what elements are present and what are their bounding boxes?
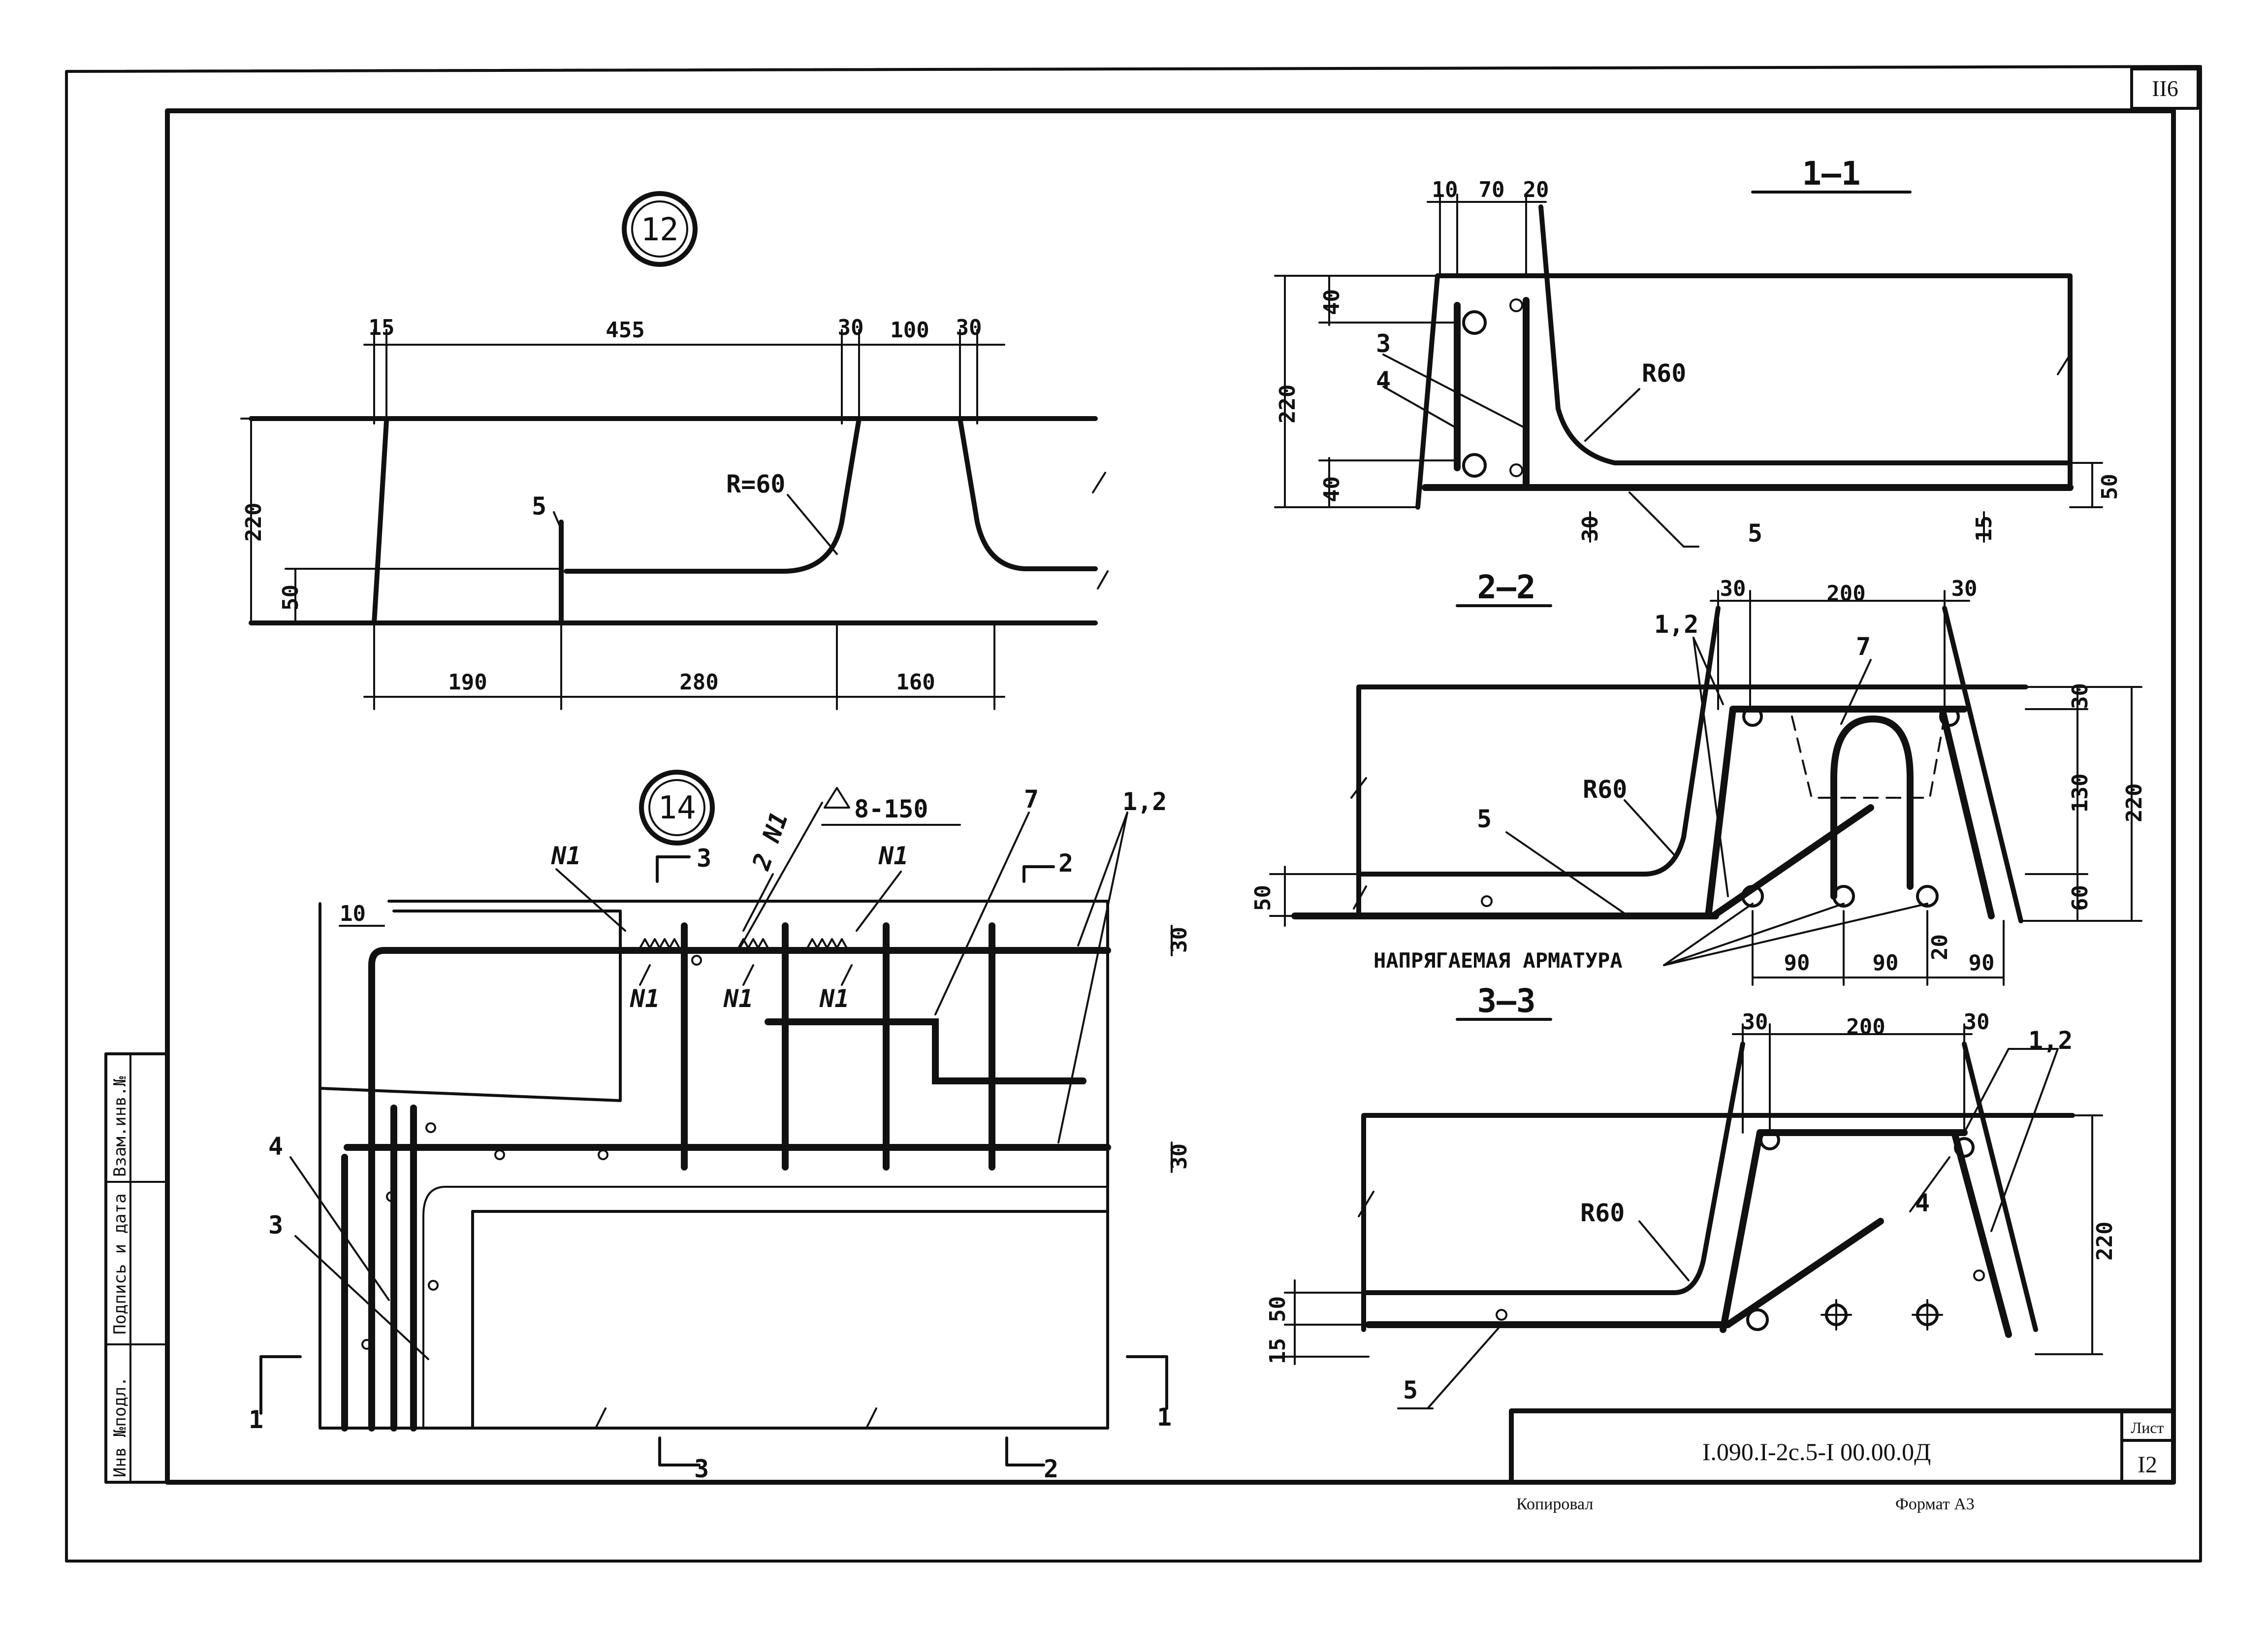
node-12: 12 15 455 30 100 30 190 280 160 — [240, 191, 1109, 710]
section-2-2-dim-50: 50 — [1250, 885, 1276, 911]
section-3-3-radius: R60 — [1580, 1199, 1625, 1227]
section-1-1-dim-10: 10 — [1432, 177, 1458, 202]
node-14-cut1-right: 1 — [1157, 1403, 1172, 1432]
inner-frame — [165, 108, 2176, 1485]
section-3-3-dim-30a: 30 — [1742, 1010, 1768, 1035]
node-14-cut2-bottom: 2 — [1044, 1455, 1058, 1483]
section-3-3-dim-200: 200 — [1846, 1014, 1885, 1040]
section-1-1-dim-220: 220 — [1275, 385, 1300, 424]
inv-no-label: Инв №подл. — [110, 1376, 130, 1477]
node-14-dim-30a: 30 — [1167, 927, 1192, 953]
section-2-2: 2—2 30 200 30 30 130 6 — [1250, 568, 2147, 986]
node-12-dim-160: 160 — [896, 670, 935, 695]
node-14-n1-e: N1 — [819, 984, 849, 1013]
section-2-2-title: 2—2 — [1477, 568, 1535, 606]
page-number-box — [2130, 67, 2200, 110]
section-2-2-dim-130: 130 — [2068, 774, 2093, 813]
section-2-2-radius: R60 — [1583, 775, 1627, 804]
section-3-3-pos5: 5 — [1403, 1376, 1418, 1404]
node-14-pos12: 1,2 — [1122, 787, 1167, 816]
section-1-1: 1—1 10 70 20 220 40 40 50 30 — [1274, 155, 2122, 548]
node-14-dim-10: 10 — [340, 901, 366, 926]
node-12-radius: R=60 — [726, 470, 785, 498]
section-2-2-pos7: 7 — [1856, 632, 1871, 661]
node-14-pos7: 7 — [1024, 785, 1039, 814]
section-2-2-dim-20: 20 — [1927, 934, 1952, 960]
section-2-2-dim-30a: 30 — [1720, 576, 1746, 601]
section-2-2-dim-200: 200 — [1826, 581, 1865, 606]
section-3-3-dim-30b: 30 — [1964, 1010, 1990, 1035]
drawing-code: I.090.I-2c.5-I 00.00.0Д — [1702, 1438, 1931, 1466]
node-12-dim-220: 220 — [241, 503, 266, 542]
node-12-dim-30b: 30 — [956, 315, 982, 340]
node-12-dim-15: 15 — [369, 315, 395, 340]
section-3-3-dim-15: 15 — [1265, 1338, 1290, 1364]
vzam-inv-label: Взам.инв.№ — [110, 1076, 130, 1177]
node-14-n1-a: N1 — [551, 842, 581, 870]
node-14-number: 14 — [658, 790, 696, 826]
node-14-pos4: 4 — [268, 1132, 283, 1161]
node-14-cut3-bottom: 3 — [694, 1455, 709, 1483]
node-12-dim-455: 455 — [606, 318, 644, 343]
section-3-3-title: 3—3 — [1477, 982, 1535, 1020]
section-2-2-pos5: 5 — [1477, 805, 1492, 833]
section-1-1-dim-30: 30 — [1578, 516, 1603, 542]
section-1-1-dim-70: 70 — [1479, 177, 1505, 202]
node-14-dim-30b: 30 — [1167, 1143, 1192, 1170]
sheet-number: I2 — [2138, 1452, 2157, 1478]
page-number: II6 — [2152, 76, 2178, 101]
section-3-3-pos12: 1,2 — [2028, 1026, 2073, 1055]
section-2-2-dim-90a: 90 — [1784, 950, 1810, 976]
section-1-1-title: 1—1 — [1802, 155, 1860, 193]
node-14-cut3-top: 3 — [697, 844, 711, 873]
node-12-dim-50: 50 — [278, 585, 303, 611]
node-12-number: 12 — [640, 212, 678, 248]
node-12-pos5: 5 — [532, 492, 546, 521]
node-12-marker — [622, 191, 698, 267]
node-14-spec: 8-150 — [854, 795, 928, 823]
node-12-dim-280: 280 — [679, 670, 718, 695]
node-12-dim-190: 190 — [448, 670, 487, 695]
node-12-dim-30a: 30 — [838, 315, 864, 340]
section-1-1-radius: R60 — [1642, 359, 1686, 388]
section-2-2-dim-30: 30 — [2068, 683, 2093, 709]
section-3-3-dim-50: 50 — [1265, 1296, 1290, 1322]
node-14: 14 8-150 — [249, 770, 1192, 1483]
section-2-2-note: НАПРЯГАЕМАЯ АРМАТУРА — [1374, 948, 1623, 973]
section-1-1-dim-15: 15 — [1972, 516, 1997, 542]
section-1-1-dim-40a: 40 — [1319, 289, 1344, 315]
node-14-cut1-left: 1 — [249, 1405, 263, 1434]
section-2-2-dim-90b: 90 — [1873, 950, 1899, 976]
section-3-3-dim-220: 220 — [2092, 1222, 2117, 1261]
node-14-n1-d: N1 — [723, 984, 753, 1013]
node-14-marker — [639, 770, 715, 846]
section-2-2-dim-220: 220 — [2122, 783, 2147, 822]
node-14-cut2-top: 2 — [1058, 849, 1073, 878]
outer-border — [65, 65, 2202, 1563]
copied-label: Копировал — [1516, 1495, 1593, 1513]
section-1-1-dim-40b: 40 — [1319, 476, 1344, 502]
side-stamp: Взам.инв.№ Подпись и дата Инв №подл. — [104, 1052, 169, 1484]
node-14-n1-c: N1 — [630, 984, 660, 1013]
format-label: Формат А3 — [1895, 1495, 1975, 1513]
node-14-pos3: 3 — [268, 1211, 283, 1239]
section-2-2-dim-90c: 90 — [1969, 950, 1995, 976]
sheet-label: Лист — [2131, 1419, 2164, 1436]
section-1-1-dim-50: 50 — [2097, 474, 2122, 500]
section-1-1-dim-20: 20 — [1523, 177, 1549, 202]
sign-date-label: Подпись и дата — [110, 1193, 130, 1335]
node-12-dim-100: 100 — [890, 318, 929, 343]
title-block: I.090.I-2c.5-I 00.00.0Д Лист I2 — [1509, 1408, 2176, 1485]
section-2-2-pos12: 1,2 — [1654, 610, 1698, 639]
section-3-3: 3—3 30 200 30 220 — [1265, 982, 2117, 1409]
section-1-1-pos4: 4 — [1376, 366, 1391, 395]
node-14-n1-b: N1 — [878, 842, 908, 870]
section-1-1-pos3: 3 — [1376, 329, 1391, 358]
section-2-2-dim-60: 60 — [2068, 885, 2093, 911]
section-1-1-pos5: 5 — [1748, 519, 1762, 548]
section-2-2-dim-30b: 30 — [1951, 576, 1978, 601]
section-3-3-pos4: 4 — [1915, 1189, 1930, 1217]
